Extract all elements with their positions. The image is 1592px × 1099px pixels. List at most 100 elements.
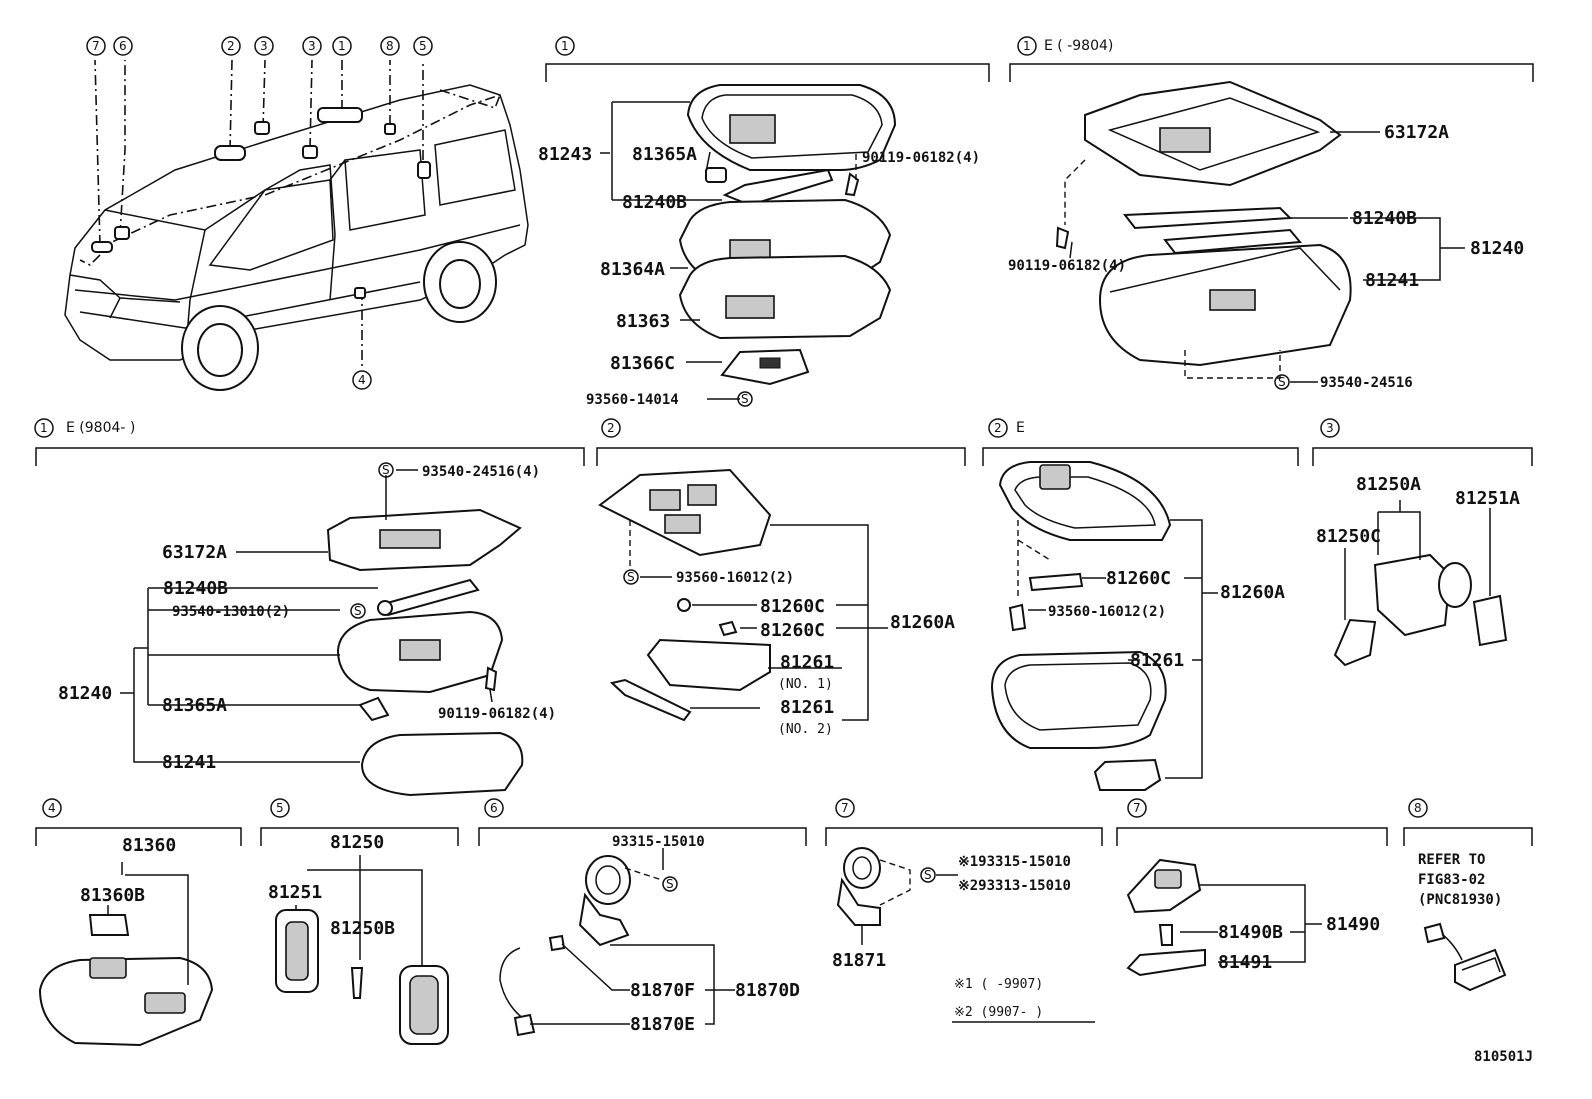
part-label: 81871 xyxy=(832,950,886,971)
part-label: 3 xyxy=(260,39,268,53)
part-label: 4 xyxy=(358,373,366,387)
part-label: 81260A xyxy=(890,612,955,633)
part-label: 81251A xyxy=(1455,488,1520,509)
part-label: 2 xyxy=(607,421,615,435)
part-label: 81365A xyxy=(162,695,227,716)
part-label: S xyxy=(1278,375,1286,389)
part-label: (PNC81930) xyxy=(1418,892,1502,908)
part-label: ※1 ( -9907) xyxy=(954,977,1043,992)
part-label: 93560-14014 xyxy=(586,392,679,408)
part-label: FIG83-02 xyxy=(1418,872,1485,888)
part-label: 5 xyxy=(419,39,427,53)
part-label: 81490 xyxy=(1326,914,1380,935)
part-label: 81241 xyxy=(162,752,216,773)
part-label: 8 xyxy=(1414,801,1422,815)
group-door-courtesy: 81360 81360B xyxy=(38,835,214,1047)
part-label: 81240 xyxy=(1470,238,1524,259)
group-courtesy-lamp: 81250A 81251A 81250C xyxy=(1316,474,1520,667)
group-map-lamp: S 81243 81365A 90119-06182(4) 81240B 813… xyxy=(538,84,980,408)
part-label: (NO. 1) xyxy=(778,677,833,692)
figure-code: 810501J xyxy=(1474,1049,1533,1065)
callout-5: 5 xyxy=(413,36,433,56)
section-header-mid-1: 1 E (9804- ) xyxy=(34,418,585,466)
callout-2: 2 xyxy=(221,36,241,56)
section-header-top-mid: 1 xyxy=(545,36,990,82)
part-label: E (9804- ) xyxy=(66,420,135,436)
part-label: 7 xyxy=(1133,801,1141,815)
part-label: S xyxy=(666,877,674,891)
part-label: 1 xyxy=(561,39,569,53)
section-header-bot-3: 6 xyxy=(478,798,807,846)
part-label: 3 xyxy=(308,39,316,53)
part-label: S xyxy=(741,392,749,406)
part-label: 90119-06182(4) xyxy=(438,706,556,722)
part-label: 81360 xyxy=(122,835,176,856)
part-label: E xyxy=(1016,420,1025,436)
section-header-bot-5: 7 xyxy=(1116,798,1388,846)
part-label: ※193315-15010 xyxy=(958,854,1071,870)
part-label: 7 xyxy=(92,39,100,53)
group-key-cylinder-lamp: S 93315-15010 81870F 81870D 81870E xyxy=(499,834,800,1037)
group-vanity-lamp: 81260C 93560-16012(2) 81260A 81261 xyxy=(990,461,1285,791)
part-label: 90119-06182(4) xyxy=(862,150,980,166)
part-label: ※293313-15010 xyxy=(958,878,1071,894)
callout-6: 6 xyxy=(113,36,133,56)
callout-8: 8 xyxy=(380,36,400,56)
part-label: 1 xyxy=(40,421,48,435)
part-label: 81243 xyxy=(538,144,592,165)
part-label: 81261 xyxy=(780,697,834,718)
part-label: 63172A xyxy=(1384,122,1449,143)
part-label: 93560-16012(2) xyxy=(676,570,794,586)
part-label: 81490B xyxy=(1218,922,1283,943)
part-label: 81364A xyxy=(600,259,665,280)
part-label: 81240B xyxy=(163,578,228,599)
part-label: 63172A xyxy=(162,542,227,563)
van-illustration xyxy=(64,59,529,391)
section-header-mid-4: 3 xyxy=(1312,418,1533,466)
part-label: 81491 xyxy=(1218,952,1272,973)
group-ignition-lamp: S ※193315-15010 ※293313-15010 81871 ※1 (… xyxy=(832,847,1095,1023)
part-label: 81260C xyxy=(760,596,825,617)
van-callouts: 7 6 2 3 3 1 8 5 4 xyxy=(86,36,433,390)
part-label: 81250 xyxy=(330,832,384,853)
part-label: 2 xyxy=(227,39,235,53)
part-label: 81366C xyxy=(610,353,675,374)
part-label: 81870E xyxy=(630,1014,695,1035)
part-label: REFER TO xyxy=(1418,852,1485,868)
part-label: 2 xyxy=(994,421,1002,435)
part-label: 93540-13010(2) xyxy=(172,604,290,620)
section-header-mid-3: 2 E xyxy=(982,418,1299,466)
callout-1: 1 xyxy=(332,36,352,56)
part-label: 3 xyxy=(1326,421,1334,435)
part-label: S xyxy=(627,570,635,584)
callout-4: 4 xyxy=(352,370,372,390)
part-label: S xyxy=(354,604,362,618)
group-room-lamp-early: S 63172A 81240B 81240 90119-06182(4) 812… xyxy=(1008,80,1524,391)
part-label: 90119-06182(4) xyxy=(1008,258,1126,274)
part-label: 1 xyxy=(1023,39,1031,53)
part-label: 6 xyxy=(119,39,127,53)
part-label: 93560-16012(2) xyxy=(1048,604,1166,620)
part-label: 93540-24516(4) xyxy=(422,464,540,480)
callout-7: 7 xyxy=(86,36,106,56)
group-refer-note: REFER TO FIG83-02 (PNC81930) xyxy=(1418,852,1507,992)
part-label: 6 xyxy=(490,801,498,815)
part-label: 81250B xyxy=(330,918,395,939)
part-label: S xyxy=(382,463,390,477)
group-step-lamp: 81250 81251 81250B xyxy=(268,832,449,1045)
part-label: 81240B xyxy=(622,192,687,213)
group-room-lamp-late: S S 93540-24516(4) 63172A 81240B 93540-1… xyxy=(58,462,556,797)
callout-3: 3 xyxy=(254,36,274,56)
part-label: 81260C xyxy=(1106,568,1171,589)
part-label: 8 xyxy=(386,39,394,53)
part-label: 81241 xyxy=(1365,270,1419,291)
section-header-mid-2: 2 xyxy=(596,418,966,466)
part-label: 81240B xyxy=(1352,208,1417,229)
part-label: 81260A xyxy=(1220,582,1285,603)
part-label: 81360B xyxy=(80,885,145,906)
section-header-top-right: 1 E ( -9804) xyxy=(1009,36,1534,82)
part-label: 81261 xyxy=(780,652,834,673)
part-label: 81240 xyxy=(58,683,112,704)
part-label: 7 xyxy=(841,801,849,815)
